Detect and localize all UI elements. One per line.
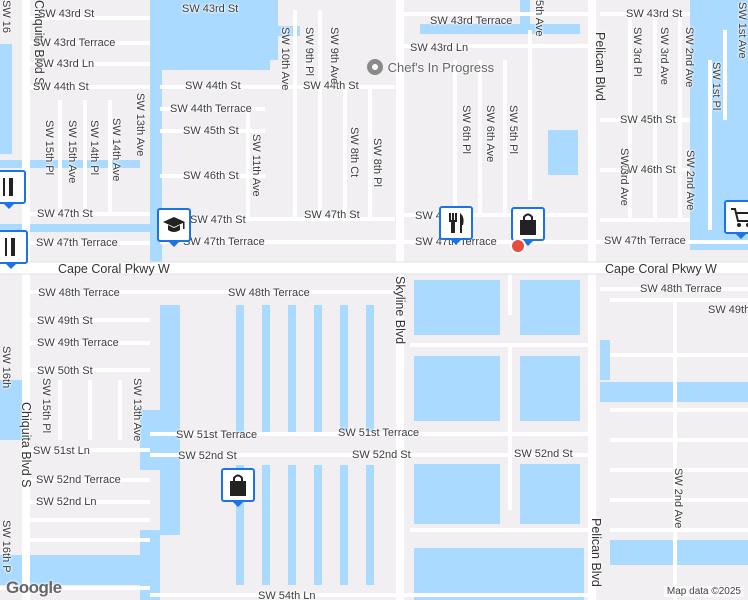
street-label: SW 43rd St	[182, 3, 239, 15]
street-label: SW 49th Terrace	[37, 337, 119, 349]
street-label: SW 11th Ave	[250, 134, 262, 197]
poi-chefs-in-progress[interactable]: Chef's In Progress	[366, 58, 494, 76]
street-label: SW 47th St	[190, 214, 246, 226]
street-label: SW 16	[0, 0, 12, 34]
street-label: SW 8th Ct	[348, 127, 360, 178]
street-label: SW 44th Terrace	[170, 103, 252, 115]
road-label-cape-coral-pkwy: Cape Coral Pkwy W	[58, 262, 170, 276]
street-label: SW 44th St	[33, 81, 89, 93]
street-label: SW 45th St	[183, 125, 239, 137]
street-label: SW 47th Terrace	[604, 235, 686, 247]
major-road-edges	[0, 261, 748, 275]
street-label: SW 47th Terrace	[36, 237, 118, 249]
road-label-cape-coral-pkwy-east: Cape Coral Pkwy W	[605, 262, 717, 276]
shopping-marker-2[interactable]	[221, 468, 255, 507]
shopping-cart-icon	[731, 208, 748, 227]
street-label: SW 47th St	[304, 209, 360, 221]
shopping-marker[interactable]	[511, 207, 545, 246]
street-label: SW 3rd Pl	[631, 27, 643, 77]
street-label: SW 52nd St	[352, 449, 411, 461]
street-label: SW 9th Ave	[328, 27, 340, 85]
street-label: SW 43rd St	[38, 8, 95, 20]
google-logo: Google	[6, 578, 62, 597]
street-label: SW 15th Pl	[40, 378, 52, 434]
street-label: SW 52nd St	[178, 450, 237, 462]
street-label: SW 3rd Ave	[618, 148, 630, 206]
school-icon	[163, 217, 185, 232]
street-label: SW 2nd Ave	[683, 27, 695, 88]
street-label: SW 48th Terrace	[228, 287, 310, 299]
street-label: SW 52nd Ln	[36, 496, 97, 508]
road-label-chiquita: Chiquita Blvd S	[19, 402, 33, 488]
street-label: 5th Ave	[533, 0, 545, 37]
street-label: SW 43rd Terrace	[33, 37, 116, 49]
poi-label: Chef's In Progress	[387, 60, 495, 75]
road-label-pelican-bottom: Pelican Blvd	[589, 518, 603, 587]
street-label: SW 13th Ave	[131, 378, 143, 442]
street-label: SW 46th St	[620, 164, 676, 176]
street-label: SW 46th St	[183, 170, 239, 182]
street-label: SW 48th Terrace	[38, 287, 120, 299]
street-label: SW 47th St	[37, 208, 93, 220]
street-label: SW 5th Pl	[507, 105, 519, 154]
street-label: SW 47th Terrace	[183, 236, 265, 248]
street-label: SW 16th P	[0, 520, 12, 573]
street-label: SW 13th Ave	[134, 93, 146, 157]
street-label: SW 1st Pl	[710, 62, 722, 111]
restaurant-marker-left-2[interactable]	[0, 230, 28, 269]
street-label: SW 44th St	[303, 80, 359, 92]
street-label: SW 52nd Terrace	[36, 474, 121, 486]
road-label-pelican-top: Pelican Blvd	[593, 32, 607, 101]
street-label: SW 45th St	[620, 114, 676, 126]
shopping-bag-icon	[520, 213, 536, 235]
street-label: SW 43rd Ln	[36, 58, 95, 70]
shopping-bag-icon	[230, 474, 246, 496]
street-label: SW 52nd St	[514, 448, 573, 460]
road-label-skyline: Skyline Blvd	[393, 276, 407, 345]
restaurant-marker-left[interactable]	[0, 170, 26, 209]
school-marker[interactable]	[157, 208, 191, 247]
street-label: SW 44th St	[185, 80, 241, 92]
street-label: SW 43rd Terrace	[430, 15, 513, 27]
map-attribution[interactable]: Map data ©2025	[663, 586, 744, 597]
street-label: SW 54th Ln	[258, 590, 316, 600]
street-label: SW 43rd Ln	[410, 42, 469, 54]
street-label: SW 49th St	[37, 315, 93, 327]
street-label: SW 4	[415, 210, 442, 222]
street-label: SW 6th Ave	[484, 105, 496, 163]
restaurant-marker[interactable]	[439, 206, 473, 245]
street-label: SW 8th Pl	[371, 138, 383, 187]
shopping-dot-icon[interactable]	[510, 238, 526, 254]
restaurant-icon	[449, 213, 464, 233]
street-label: SW 14th Pl	[88, 120, 100, 176]
street-label: SW 48th Terrace	[640, 283, 722, 295]
street-label: SW 51st Terrace	[338, 427, 420, 439]
street-label: SW 2nd Ave	[672, 468, 684, 529]
restaurant-icon	[3, 178, 13, 196]
street-label: SW 6th Pl	[460, 105, 472, 154]
street-label: SW 15th Pl	[43, 120, 55, 176]
place-pin-icon	[367, 59, 383, 75]
grocery-marker[interactable]	[724, 200, 748, 239]
street-label: SW 2nd Ave	[684, 150, 696, 211]
street-label: SW 50th St	[37, 365, 93, 377]
street-label: SW 1st Ave	[736, 2, 748, 59]
street-label: SW 14th Ave	[110, 118, 122, 182]
street-label: SW 43rd St	[626, 8, 683, 20]
street-label: SW 16th	[0, 346, 12, 389]
street-label: SW 15th Ave	[66, 120, 78, 184]
street-label: SW 49th	[708, 304, 748, 316]
street-label: SW 3rd Ave	[658, 27, 670, 85]
street-label: SW 51st Ln	[33, 445, 90, 457]
street-label: SW 9th Pl	[303, 27, 315, 76]
street-label: SW 51st Terrace	[176, 429, 258, 441]
street-label: SW 10th Ave	[279, 27, 291, 91]
restaurant-icon	[5, 238, 15, 256]
